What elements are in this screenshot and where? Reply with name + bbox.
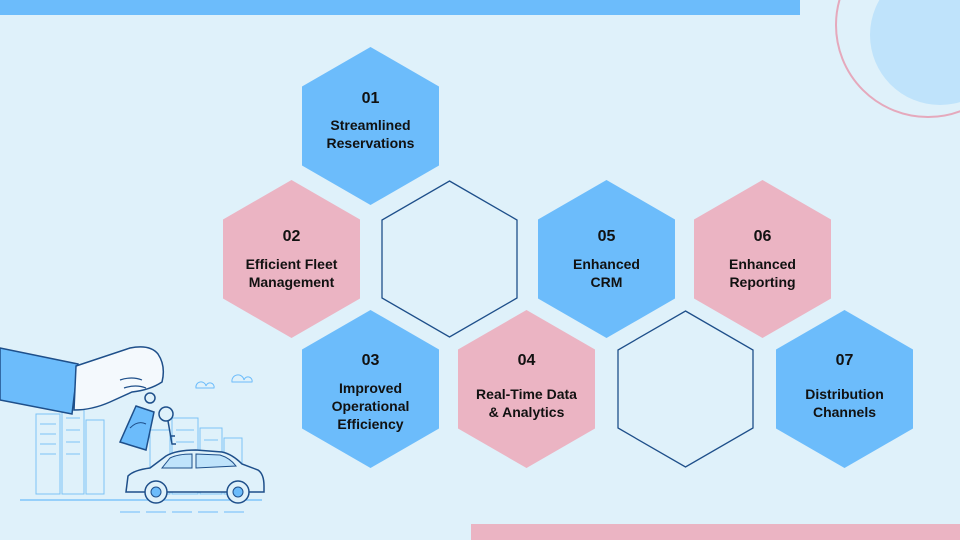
- hexagon-01: 01 Streamlined Reservations: [302, 47, 439, 205]
- hexagon-04: 04 Real-Time Data & Analytics: [458, 310, 595, 468]
- hexagon-shape: [223, 180, 360, 338]
- hexagon-number: 04: [517, 352, 536, 369]
- hexagon-label: Enhanced CRM: [573, 256, 640, 290]
- hexagon-02: 02 Efficient Fleet Management: [223, 180, 360, 338]
- bottom-accent-bar: [471, 524, 960, 540]
- hexagon-number: 06: [753, 228, 772, 245]
- car-keys-handover-icon: [0, 346, 265, 513]
- hexagon-03: 03 Improved Operational Efficiency: [302, 310, 439, 468]
- hexagon-shape: [694, 180, 831, 338]
- hexagon-shape: [458, 310, 595, 468]
- hexagon-shape: [776, 310, 913, 468]
- hexagon-label: Real-Time Data & Analytics: [476, 386, 577, 420]
- hexagon-shape: [302, 310, 439, 468]
- hexagon-number: 05: [597, 228, 616, 245]
- hexagon-label: Improved Operational Efficiency: [331, 380, 410, 432]
- hexagon-shape: [617, 310, 754, 468]
- hexagon-05: 05 Enhanced CRM: [538, 180, 675, 338]
- hexagon-label: Enhanced Reporting: [729, 256, 796, 290]
- hexagon-shape: [381, 180, 518, 338]
- top-accent-bar: [0, 0, 800, 15]
- hexagon-07: 07 Distribution Channels: [776, 310, 913, 468]
- hexagon-06: 06 Enhanced Reporting: [694, 180, 831, 338]
- hexagon-label: Distribution Channels: [805, 386, 884, 420]
- hexagon-outline: [381, 180, 518, 338]
- hexagon-label: Streamlined Reservations: [326, 117, 415, 151]
- hexagon-number: 01: [361, 90, 380, 107]
- hexagon-number: 07: [835, 352, 854, 369]
- hexagon-number: 02: [282, 228, 301, 245]
- hexagon-outline: [617, 310, 754, 468]
- hexagon-label: Efficient Fleet Management: [245, 256, 338, 290]
- hexagon-shape: [538, 180, 675, 338]
- hexagon-shape: [302, 47, 439, 205]
- decorative-circles: [835, 0, 960, 118]
- hexagon-number: 03: [361, 352, 380, 369]
